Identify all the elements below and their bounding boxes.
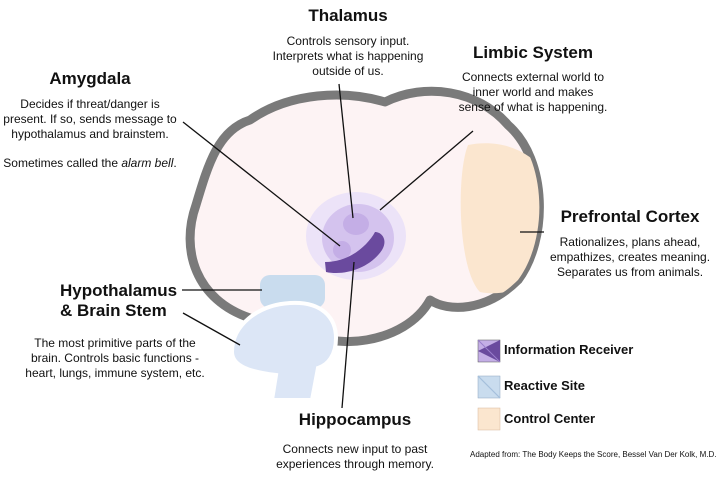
legend-label-information-receiver: Information Receiver [504, 342, 633, 357]
thalamus-title: Thalamus [248, 6, 448, 26]
legend-item-information-receiver: Information Receiver [500, 342, 633, 357]
prefrontal-cortex-description: Rationalizes, plans ahead, empathizes, c… [545, 235, 715, 280]
hippocampus-description: Connects new input to past experiences t… [255, 442, 455, 472]
thalamus-region [343, 213, 369, 235]
legend-swatch-reactive-site [478, 376, 500, 398]
hypothalamus-label: Hypothalamus & Brain Stem [0, 281, 240, 321]
amygdala-note: Sometimes called the alarm bell. [0, 156, 180, 171]
hypothalamus-description: The most primitive parts of the brain. C… [10, 336, 220, 381]
hippocampus-title: Hippocampus [255, 410, 455, 430]
amygdala-region [333, 241, 351, 259]
prefrontal-cortex-label: Prefrontal Cortex Rationalizes, plans ah… [545, 207, 715, 280]
legend-label-reactive-site: Reactive Site [504, 378, 585, 393]
amygdala-label: Amygdala Decides if threat/danger is pre… [0, 69, 180, 171]
legend-item-control-center: Control Center [500, 411, 595, 426]
limbic-system-title: Limbic System [428, 43, 638, 63]
legend-swatch-information-receiver [478, 340, 500, 362]
hippocampus-label: Hippocampus Connects new input to past e… [255, 410, 455, 472]
prefrontal-cortex-title: Prefrontal Cortex [545, 207, 715, 227]
limbic-system-description: Connects external world to inner world a… [428, 70, 638, 115]
thalamus-description: Controls sensory input. Interprets what … [248, 34, 448, 79]
legend-swatch-control-center [478, 408, 500, 430]
legend-item-reactive-site: Reactive Site [500, 378, 585, 393]
hypothalamus-title: Hypothalamus & Brain Stem [0, 281, 240, 321]
legend-label-control-center: Control Center [504, 411, 595, 426]
limbic-system-label: Limbic System Connects external world to… [428, 43, 638, 115]
source-credit: Adapted from: The Body Keeps the Score, … [470, 450, 717, 459]
amygdala-title: Amygdala [0, 69, 180, 89]
thalamus-label: Thalamus Controls sensory input. Interpr… [248, 6, 448, 79]
brain-stem-region [232, 303, 336, 400]
amygdala-description: Decides if threat/danger is present. If … [0, 97, 180, 142]
